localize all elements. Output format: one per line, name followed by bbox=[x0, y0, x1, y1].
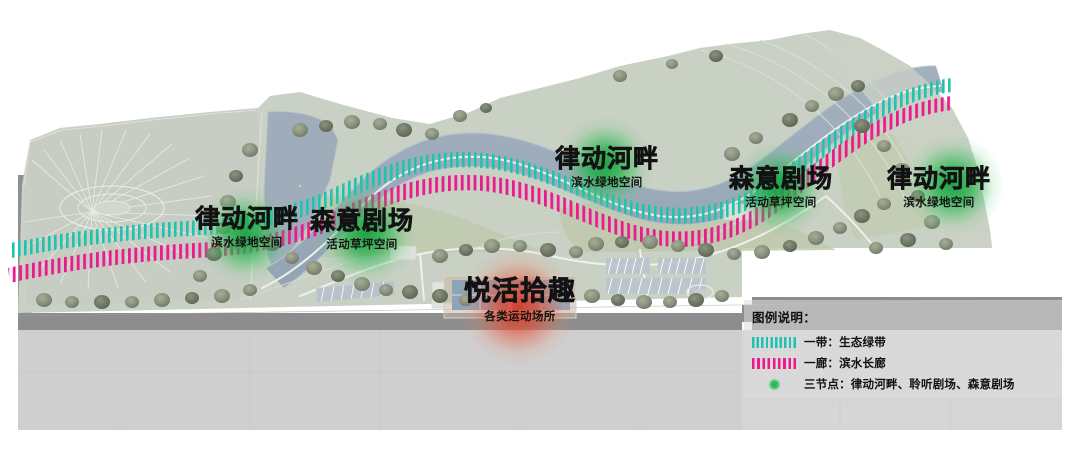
waterfront-corridor-line-swatch-icon bbox=[752, 357, 796, 369]
legend-label: 一廊：滨水长廊 bbox=[804, 356, 886, 370]
legend-row-three-nodes: 三节点：律动河畔、聆听剧场、森意剧场 bbox=[752, 375, 1014, 393]
legend-title: 图例说明： bbox=[752, 310, 817, 325]
green-dot-icon bbox=[767, 377, 781, 391]
legend: 图例说明： 一带：生态绿带 一廊：滨水长廊 三节点：律动河畔、聆听剧场、森意剧场 bbox=[752, 307, 1014, 396]
legend-row-green-belt: 一带：生态绿带 bbox=[752, 333, 1014, 351]
legend-row-waterfront-corridor: 一廊：滨水长廊 bbox=[752, 354, 1014, 372]
green-belt-line-swatch-icon bbox=[752, 336, 796, 348]
node-dot-swatch-icon bbox=[752, 377, 796, 391]
legend-label: 三节点：律动河畔、聆听剧场、森意剧场 bbox=[804, 377, 1015, 391]
legend-label: 一带：生态绿带 bbox=[804, 335, 886, 349]
